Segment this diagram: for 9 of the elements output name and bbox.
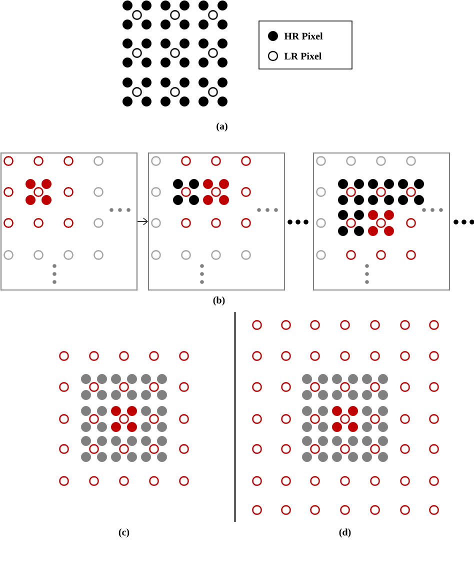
panel-frame	[312, 152, 450, 291]
panel-frame	[0, 152, 138, 291]
legend-label: HR Pixel	[284, 32, 323, 40]
panel-caption: (d)	[339, 528, 351, 538]
panel-caption: (a)	[216, 122, 228, 132]
arrow	[137, 218, 148, 226]
panel-frame	[148, 152, 286, 291]
panel-caption: (c)	[118, 528, 130, 538]
legend-label: LR Pixel	[284, 52, 322, 60]
